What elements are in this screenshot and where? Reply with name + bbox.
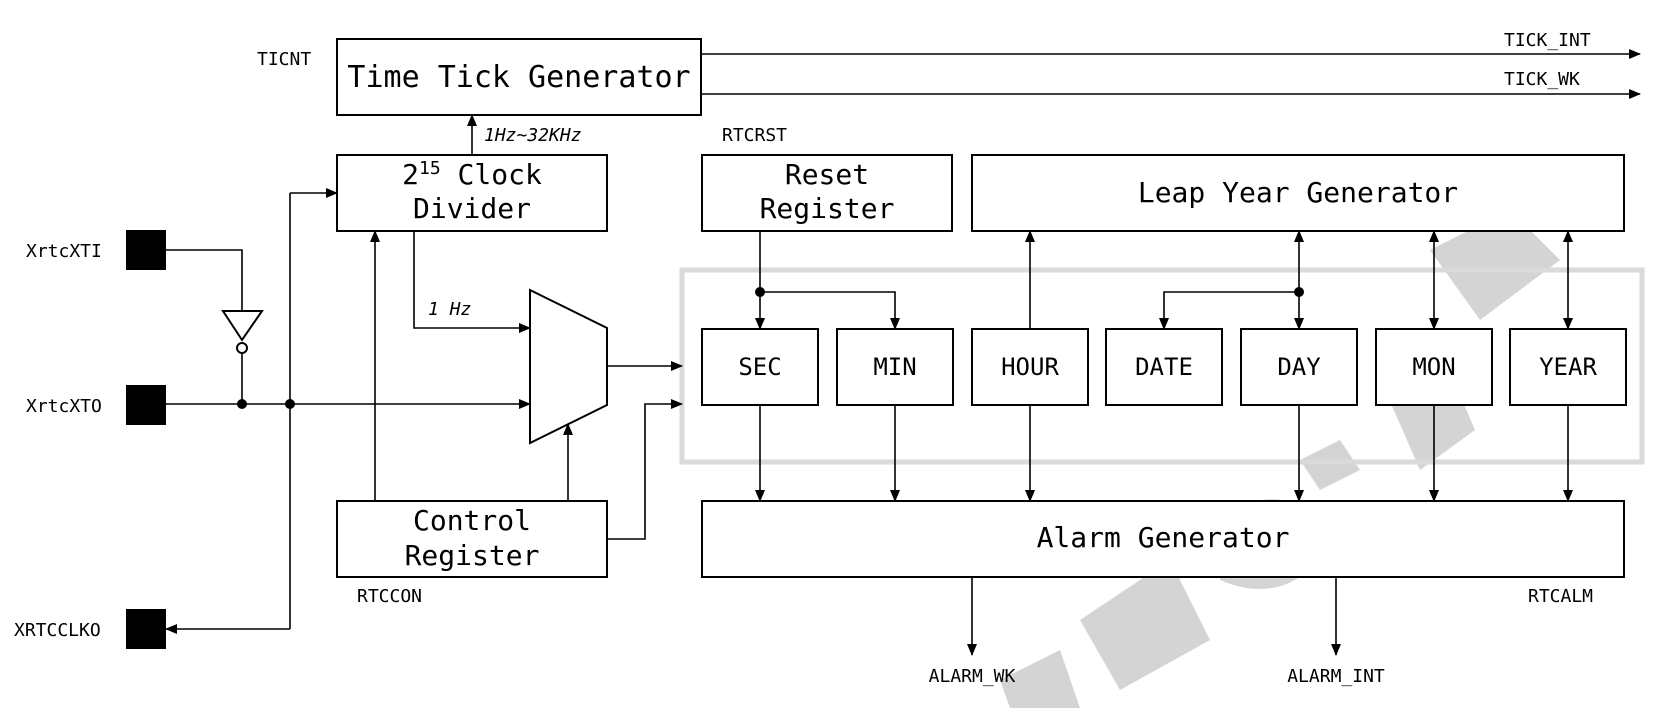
alarm-int-label: ALARM_INT: [1287, 666, 1385, 687]
reset-to-min-wire: [760, 291, 900, 330]
leap-year-generator-box: [971, 154, 1625, 232]
xrtcxti-pin: [126, 230, 166, 270]
freq-range-label: 1Hz~32KHz: [484, 125, 582, 146]
time-tick-generator-box: [336, 38, 702, 116]
xrtcxto-pin: [126, 385, 166, 425]
clock-mux: [529, 288, 608, 445]
watermark: [1000, 210, 1560, 708]
rtcalm-label: RTCALM: [1528, 586, 1593, 607]
rtccon-label: RTCCON: [357, 586, 422, 607]
year-label: YEAR: [1539, 353, 1597, 381]
date-counter: DATE: [1105, 328, 1223, 406]
alarm-generator-box: [701, 500, 1625, 578]
reset-register-label-line2: Register: [760, 192, 895, 225]
xti-wire: [166, 249, 243, 311]
year-counter: YEAR: [1509, 328, 1627, 406]
ticnt-label: TICNT: [257, 49, 311, 70]
reset-register-box: [701, 154, 953, 232]
alarm-generator-label: Alarm Generator: [1037, 521, 1290, 554]
alarm-wk-label: ALARM_WK: [929, 666, 1016, 687]
tick-int-label: TICK_INT: [1504, 30, 1591, 51]
leap-year-generator-label: Leap Year Generator: [1138, 176, 1458, 209]
control-register-label-line1: Control: [413, 504, 531, 537]
sec-counter: SEC: [701, 328, 819, 406]
day-label: DAY: [1277, 353, 1321, 381]
control-to-counters-wire: [607, 399, 683, 540]
xrtcxti-label: XrtcXTI: [26, 241, 102, 262]
day-to-date-wire: [1159, 291, 1299, 330]
one-hz-label: 1 Hz: [428, 299, 471, 320]
min-label: MIN: [873, 353, 916, 381]
tick-wk-label: TICK_WK: [1504, 69, 1580, 90]
control-register-label-line2: Register: [405, 539, 540, 572]
junction-dot: [1294, 287, 1304, 297]
date-label: DATE: [1135, 353, 1193, 381]
reset-register-label-line1: Reset: [785, 158, 869, 191]
rtcrst-label: RTCRST: [722, 125, 787, 146]
mon-counter: MON: [1375, 328, 1493, 406]
hour-label: HOUR: [1001, 353, 1059, 381]
inverter: [221, 310, 264, 354]
hour-counter: HOUR: [971, 328, 1089, 406]
xrtcxto-label: XrtcXTO: [26, 396, 102, 417]
clock-divider-label-line1: 215 Clock: [402, 158, 542, 191]
time-tick-generator-label: Time Tick Generator: [347, 60, 690, 95]
xrtcclko-pin: [126, 609, 166, 649]
mon-label: MON: [1412, 353, 1455, 381]
clock-divider-label-line2: Divider: [413, 192, 531, 225]
day-counter: DAY: [1240, 328, 1358, 406]
junction-dot: [755, 287, 765, 297]
junction-dot: [237, 399, 247, 409]
sec-label: SEC: [738, 353, 781, 381]
xrtcclko-label: XRTCCLKO: [14, 620, 101, 641]
control-register-box: [336, 500, 608, 578]
min-counter: MIN: [836, 328, 954, 406]
clock-divider-box: [336, 154, 608, 232]
one-hz-wire: [413, 231, 531, 333]
